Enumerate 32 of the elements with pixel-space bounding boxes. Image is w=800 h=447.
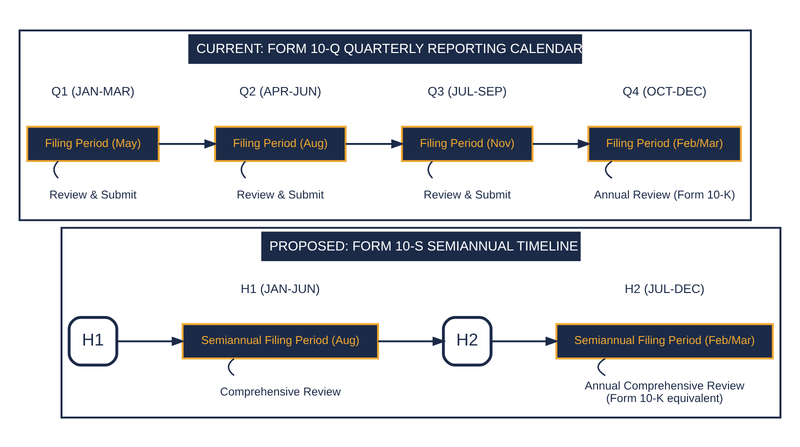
node-box: Semiannual Filing Period (Feb/Mar) <box>555 322 774 359</box>
node-text: Annual Comprehensive Review (Form 10-K equivalent) <box>584 380 744 404</box>
arrow <box>491 336 559 346</box>
node-box: H1 <box>68 316 118 366</box>
arrow <box>378 336 446 346</box>
label: Q4 (OCT-DEC) <box>622 84 707 98</box>
node-box: Semiannual Filing Period (Aug) <box>182 322 380 359</box>
node-box: Filing Period (May) <box>26 125 160 162</box>
node-text: Review & Submit <box>49 188 137 201</box>
node-box: Filing Period (Nov) <box>400 125 534 162</box>
node-text: Review & Submit <box>424 188 511 201</box>
arrow <box>346 138 405 148</box>
label: Q3 (JUL-SEP) <box>428 84 507 98</box>
arrow <box>117 336 186 346</box>
label: H1 (JAN-JUN) <box>240 282 320 296</box>
connector <box>428 160 433 178</box>
node-box: H2 <box>442 316 492 366</box>
connector <box>240 160 246 178</box>
node-box: Filing Period (Feb/Mar) <box>587 125 742 162</box>
connector <box>604 160 612 178</box>
arrow <box>158 138 218 148</box>
connector <box>228 358 235 376</box>
node-box: Filing Period (Aug) <box>214 125 347 162</box>
node-text: Annual Review (Form 10-K) <box>594 188 736 201</box>
connector <box>53 160 59 178</box>
label: Q2 (APR-JUN) <box>239 84 322 98</box>
connector <box>597 358 606 376</box>
node-text: Comprehensive Review <box>220 386 341 398</box>
node-text: Review & Submit <box>236 188 324 201</box>
arrow <box>532 138 592 148</box>
label: H2 (JUL-DEC) <box>624 282 704 296</box>
label: Q1 (JAN-MAR) <box>51 84 135 98</box>
